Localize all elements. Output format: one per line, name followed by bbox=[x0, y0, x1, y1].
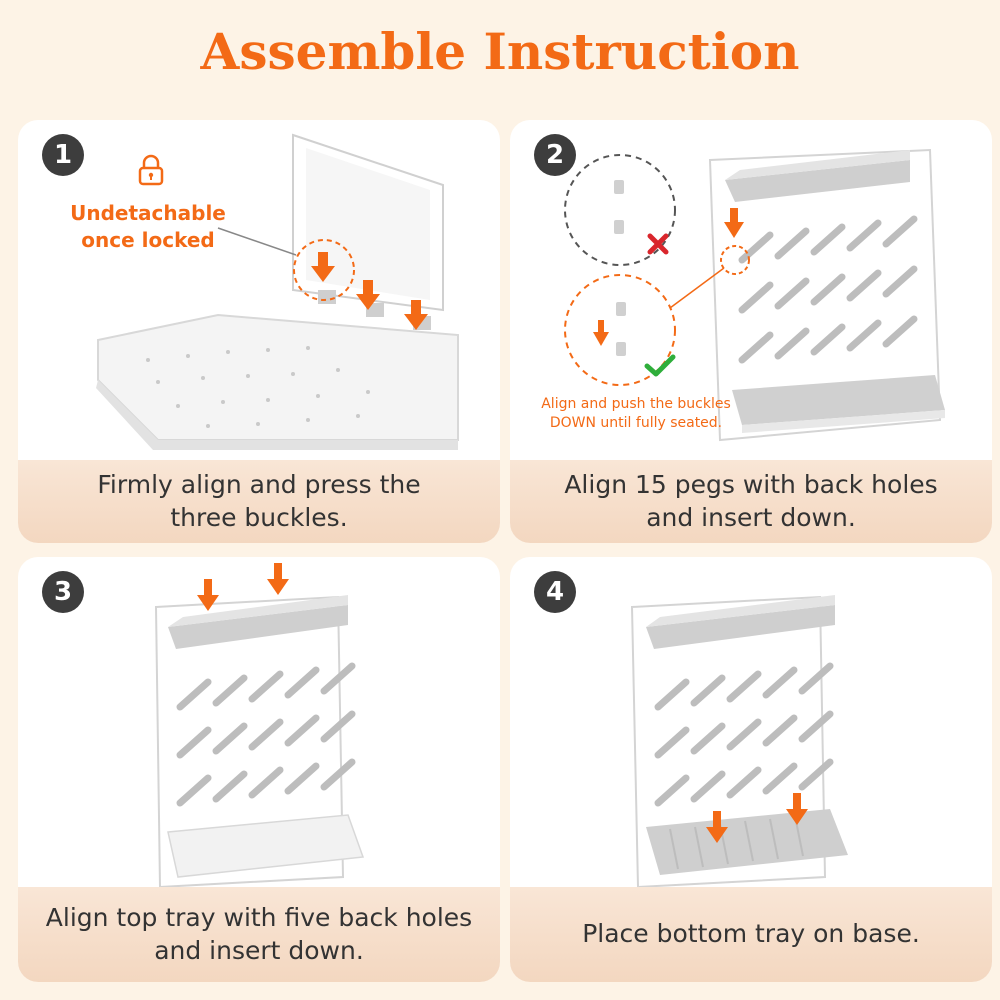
caption-line: three buckles. bbox=[170, 502, 348, 532]
caption-line: Align top tray with five back holes bbox=[45, 903, 473, 932]
step-number-badge: 3 bbox=[42, 571, 84, 613]
step-4-illustration bbox=[630, 595, 848, 887]
step-2-illustration bbox=[564, 148, 945, 442]
step-4-caption: Place bottom tray on base. bbox=[510, 887, 992, 982]
align-push-note: Align and push the buckles DOWN until fu… bbox=[516, 395, 756, 433]
note-line: once locked bbox=[81, 228, 215, 252]
step-2-caption: Align 15 pegs with back holes and insert… bbox=[510, 460, 992, 543]
step-1-illustration bbox=[96, 133, 459, 450]
step-number-badge: 1 bbox=[42, 134, 84, 176]
step-3-card: 3 Align top tray with five back holes an… bbox=[18, 557, 500, 982]
note-line: Undetachable bbox=[70, 201, 226, 225]
caption-line: and insert down. bbox=[646, 502, 856, 532]
caption-line: Firmly align and press the bbox=[97, 470, 421, 499]
caption-line: Place bottom tray on base. bbox=[582, 919, 920, 949]
step-3-illustration bbox=[154, 563, 365, 887]
lock-icon bbox=[138, 154, 164, 186]
step-1-caption: Firmly align and press the three buckles… bbox=[18, 460, 500, 543]
step-3-caption: Align top tray with five back holes and … bbox=[18, 887, 500, 982]
cross-icon bbox=[647, 233, 669, 255]
step-number-badge: 4 bbox=[534, 571, 576, 613]
caption-line: Align 15 pegs with back holes bbox=[564, 470, 938, 499]
step-2-card: 2 Align and push the buckles DOWN until … bbox=[510, 120, 992, 543]
step-number-badge: 2 bbox=[534, 134, 576, 176]
note-line: Align and push the buckles bbox=[541, 396, 731, 412]
step-4-card: 4 Place bottom tray on base. bbox=[510, 557, 992, 982]
check-icon bbox=[644, 354, 676, 377]
note-line: DOWN until fully seated. bbox=[549, 414, 723, 431]
undetachable-note: Undetachable once locked bbox=[58, 200, 238, 254]
caption-line: and insert down. bbox=[154, 935, 364, 965]
page-title: Assemble Instruction bbox=[200, 22, 800, 81]
step-1-card: 1 Undetachable once locked Firmly align … bbox=[18, 120, 500, 543]
